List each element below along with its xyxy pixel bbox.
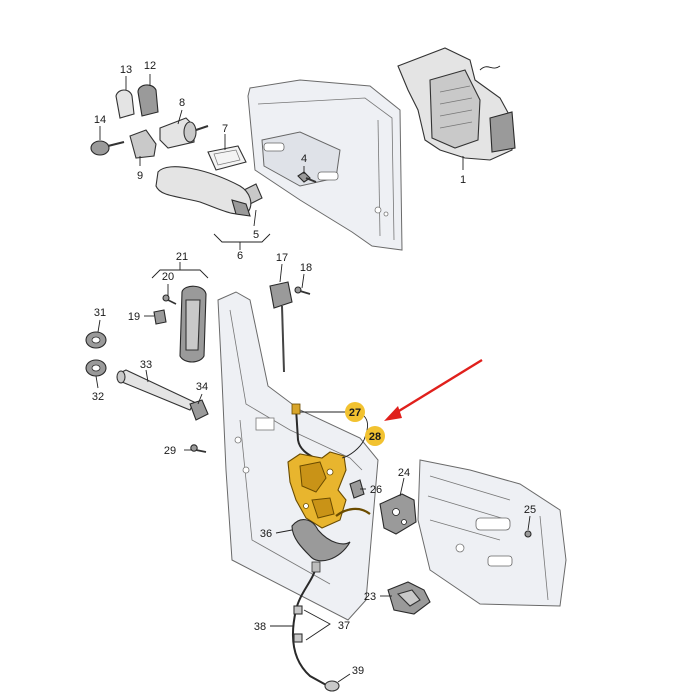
- part-20-screw: [162, 294, 177, 305]
- callout-23[interactable]: 23: [364, 591, 376, 603]
- callout-9[interactable]: 9: [137, 170, 143, 182]
- callout-26[interactable]: 26: [370, 484, 382, 496]
- part-9-bracket: [129, 129, 157, 159]
- leader-lines: [95, 74, 531, 683]
- callout-17[interactable]: 17: [276, 252, 288, 264]
- callout-1[interactable]: 1: [460, 174, 466, 186]
- badge-28: [365, 426, 385, 446]
- part-17-switch-rod: [269, 281, 293, 373]
- callout-labels[interactable]: 1 4 5 6 7 8 9 12 13 14 17 18 19 20 21 23…: [92, 60, 536, 677]
- callout-37[interactable]: 37: [338, 620, 350, 632]
- part-28-door-lock: [287, 451, 371, 529]
- callout-32[interactable]: 32: [92, 391, 104, 403]
- part-37-cable-clips: [293, 605, 303, 643]
- callout-34[interactable]: 34: [196, 381, 208, 393]
- callout-39[interactable]: 39: [352, 665, 364, 677]
- highlight-badges: [345, 402, 385, 446]
- part-8-lock-cylinder: [159, 117, 209, 149]
- part-21-inner-handle: [179, 285, 207, 363]
- callout-5[interactable]: 5: [253, 229, 259, 241]
- part-36-guide: [291, 519, 351, 562]
- part-24-striker: [379, 493, 417, 535]
- part-7-gasket: [207, 145, 247, 171]
- callout-19[interactable]: 19: [128, 311, 140, 323]
- part-32-ring: [85, 359, 107, 377]
- part-4-screw: [297, 171, 317, 183]
- part-6-outer-handle: [155, 166, 252, 217]
- badge-27: [345, 402, 365, 422]
- part-29-screw: [190, 444, 207, 453]
- callout-12[interactable]: 12: [144, 60, 156, 72]
- part-13-cap: [115, 89, 135, 119]
- part-31-ring: [85, 331, 107, 349]
- upper-door-panel: [247, 79, 403, 251]
- callout-14[interactable]: 14: [94, 114, 106, 126]
- callout-25[interactable]: 25: [524, 504, 536, 516]
- part-34-bushing: [189, 399, 209, 421]
- part-39-cable-end: [324, 680, 340, 692]
- callout-8[interactable]: 8: [179, 97, 185, 109]
- callout-4[interactable]: 4: [301, 153, 307, 165]
- part-26-clip: [349, 479, 365, 499]
- part-25-screw: [524, 530, 532, 538]
- callout-18[interactable]: 18: [300, 262, 312, 274]
- part-18-screw: [294, 286, 311, 295]
- part-14-key-barrel: [90, 140, 125, 156]
- callout-31[interactable]: 31: [94, 307, 106, 319]
- callout-24[interactable]: 24: [398, 467, 410, 479]
- body-side-pillar: [417, 459, 567, 607]
- callout-28[interactable]: 28: [369, 431, 381, 443]
- part-19-spacer: [153, 309, 167, 325]
- part-1-handle-carrier: [397, 47, 516, 161]
- callout-7[interactable]: 7: [222, 123, 228, 135]
- callout-38[interactable]: 38: [254, 621, 266, 633]
- pointer-arrow: [384, 358, 483, 421]
- callout-13[interactable]: 13: [120, 64, 132, 76]
- callout-6[interactable]: 6: [237, 250, 243, 262]
- callout-21[interactable]: 21: [176, 251, 188, 263]
- part-23-lower-striker: [387, 581, 431, 615]
- callout-36[interactable]: 36: [260, 528, 272, 540]
- callout-33[interactable]: 33: [140, 359, 152, 371]
- callout-27[interactable]: 27: [349, 407, 361, 419]
- part-33-shaft: [116, 369, 195, 411]
- callout-20[interactable]: 20: [162, 271, 174, 283]
- part-12-cap: [137, 84, 159, 117]
- callout-29[interactable]: 29: [164, 445, 176, 457]
